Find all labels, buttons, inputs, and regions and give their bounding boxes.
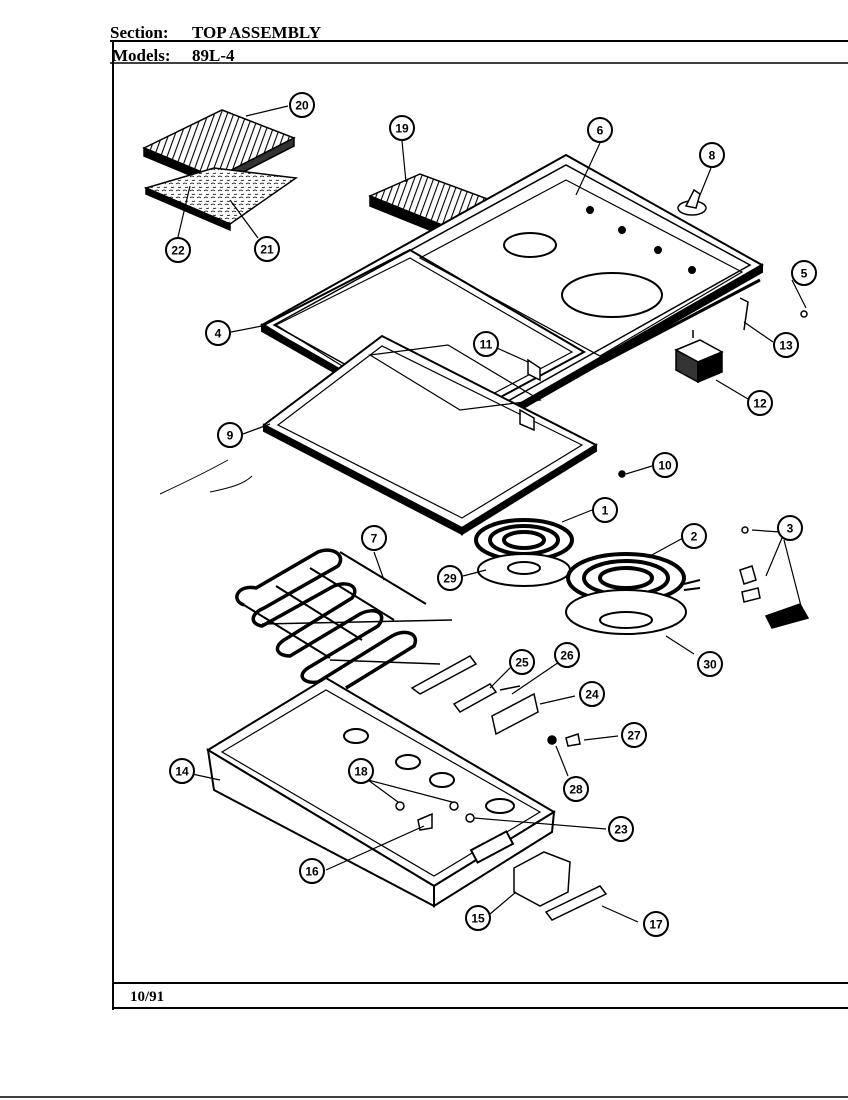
callout-1: 1 <box>592 497 618 523</box>
part-7-bake-element <box>235 548 478 695</box>
callout-20: 20 <box>289 92 315 118</box>
callout-number: 2 <box>691 530 698 544</box>
callout-number: 8 <box>709 149 716 163</box>
parts-24-28-terminals <box>452 683 581 747</box>
callout-5: 5 <box>791 260 817 286</box>
callout-4: 4 <box>205 320 231 346</box>
leader-lines <box>177 105 807 923</box>
callout-8: 8 <box>699 142 725 168</box>
callout-number: 14 <box>175 765 189 779</box>
callout-12: 12 <box>747 390 773 416</box>
callout-10: 10 <box>652 452 678 478</box>
callout-number: 30 <box>703 658 717 672</box>
callout-21: 21 <box>254 236 280 262</box>
callout-number: 20 <box>295 99 309 113</box>
callout-number: 6 <box>597 124 604 138</box>
part-21-drip-pan <box>143 167 299 232</box>
callout-number: 19 <box>395 122 409 136</box>
callout-number: 21 <box>260 243 274 257</box>
callout-16: 16 <box>299 858 325 884</box>
callout-number: 28 <box>569 783 583 797</box>
callout-number: 26 <box>560 649 574 663</box>
section-value: TOP ASSEMBLY <box>192 23 321 42</box>
callout-26: 26 <box>554 642 580 668</box>
callout-27: 27 <box>621 722 647 748</box>
callout-number: 3 <box>787 522 794 536</box>
footer-date: 10/91 <box>130 989 165 1005</box>
callout-25: 25 <box>509 649 535 675</box>
callout-number: 1 <box>602 504 609 518</box>
callout-7: 7 <box>361 525 387 551</box>
callout-9: 9 <box>217 422 243 448</box>
callout-6: 6 <box>587 117 613 143</box>
callout-number: 16 <box>305 865 319 879</box>
callout-30: 30 <box>697 651 723 677</box>
part-1-small-burner <box>474 518 574 587</box>
callout-22: 22 <box>165 237 191 263</box>
callout-23: 23 <box>608 816 634 842</box>
callout-number: 9 <box>227 429 234 443</box>
callout-number: 11 <box>480 338 493 352</box>
callout-number: 10 <box>658 459 672 473</box>
parts-15-18-23-brackets <box>395 801 608 921</box>
callout-labels: 1234567891011121314151617181920212223242… <box>165 92 817 937</box>
part-12-switch <box>674 330 724 384</box>
callout-15: 15 <box>465 905 491 931</box>
section-label: Section: <box>110 23 169 42</box>
callout-number: 18 <box>354 765 368 779</box>
callout-number: 22 <box>171 244 185 258</box>
callout-number: 13 <box>779 339 793 353</box>
callout-17: 17 <box>643 911 669 937</box>
callout-number: 7 <box>371 532 378 546</box>
callout-number: 4 <box>215 327 222 341</box>
models-value: 89L-4 <box>192 46 235 65</box>
part-8-knob <box>677 188 707 216</box>
callout-2: 2 <box>681 523 707 549</box>
part-14-burner-box <box>206 676 556 908</box>
callout-number: 24 <box>585 688 599 702</box>
callout-number: 27 <box>627 729 641 743</box>
part-3-clips <box>739 526 810 629</box>
callout-29: 29 <box>437 565 463 591</box>
stray-marks <box>159 459 253 495</box>
callout-14: 14 <box>169 758 195 784</box>
callout-number: 25 <box>515 656 529 670</box>
callout-18: 18 <box>348 758 374 784</box>
callout-number: 12 <box>753 397 767 411</box>
part-9-lower-panel <box>262 334 599 536</box>
callout-number: 23 <box>614 823 628 837</box>
callout-number: 5 <box>801 267 808 281</box>
callout-13: 13 <box>773 332 799 358</box>
models-label: Models: <box>112 46 171 65</box>
callout-28: 28 <box>563 776 589 802</box>
callout-number: 15 <box>471 912 485 926</box>
callout-3: 3 <box>777 515 803 541</box>
callout-number: 17 <box>649 918 663 932</box>
page-frame <box>0 40 848 1098</box>
callout-19: 19 <box>389 115 415 141</box>
callout-number: 29 <box>443 572 457 586</box>
small-fasteners <box>519 297 808 478</box>
part-2-large-burner <box>565 552 701 635</box>
callout-24: 24 <box>579 681 605 707</box>
callout-11: 11 <box>473 331 499 357</box>
